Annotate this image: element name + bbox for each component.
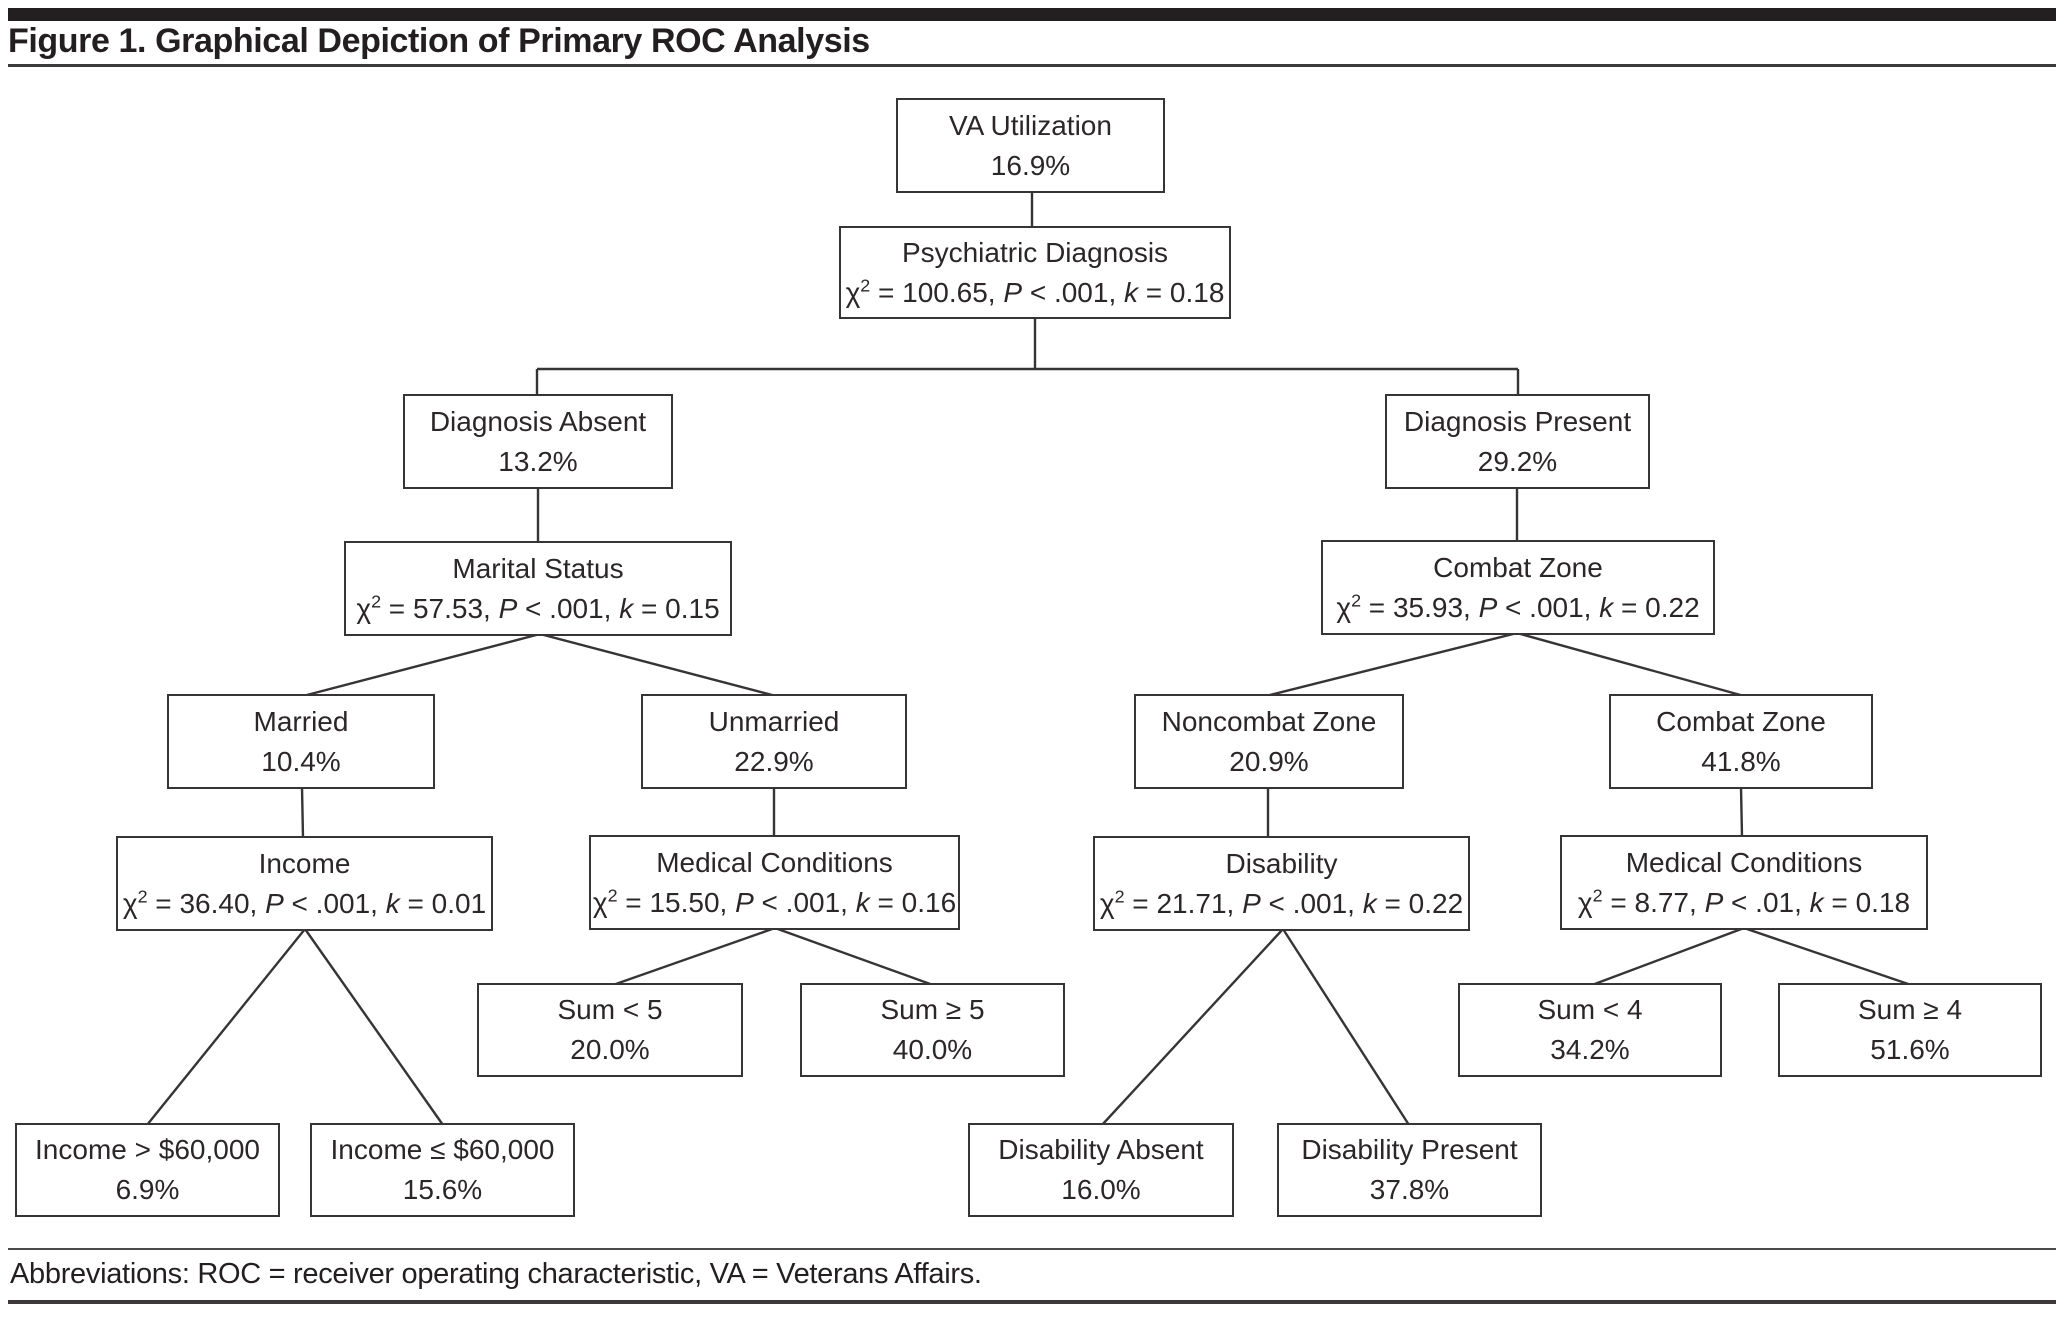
node-label: Noncombat Zone [1161, 705, 1377, 737]
node-label: Income [258, 847, 351, 879]
node-label: Married [253, 705, 349, 737]
node-sum-lt-5: Sum < 5 20.0% [477, 983, 743, 1077]
node-value: 13.2% [498, 445, 578, 477]
node-medical-conditions-right: Medical Conditions χ2 = 8.77, P < .01, k… [1560, 835, 1928, 930]
node-label: VA Utilization [949, 109, 1112, 141]
node-stats: χ2 = 100.65, P < .001, k = 0.18 [845, 275, 1225, 308]
connector-line [304, 928, 444, 1126]
connector-line [1516, 631, 1745, 698]
node-stats: χ2 = 8.77, P < .01, k = 0.18 [1577, 885, 1911, 918]
node-label: Sum < 5 [557, 994, 663, 1025]
node-income-split: Income χ2 = 36.40, P < .001, k = 0.01 [116, 836, 493, 931]
node-value: 41.8% [1701, 745, 1781, 777]
node-medical-conditions-left: Medical Conditions χ2 = 15.50, P < .001,… [589, 835, 960, 930]
footnote-rule-top [8, 1248, 2056, 1250]
node-value: 51.6% [1870, 1034, 1950, 1065]
node-value: 6.9% [115, 1174, 180, 1205]
node-label: Disability Absent [998, 1134, 1204, 1165]
node-sum-lt-4: Sum < 4 34.2% [1458, 983, 1722, 1077]
connector-line [302, 632, 541, 698]
node-label: Combat Zone [1433, 551, 1603, 583]
node-label: Disability Present [1301, 1134, 1518, 1165]
title-rule [8, 64, 2056, 67]
figure-footnote: Abbreviations: ROC = receiver operating … [10, 1258, 982, 1290]
connector-line [1265, 631, 1518, 698]
node-label: Diagnosis Absent [429, 405, 647, 437]
node-value: 10.4% [261, 745, 341, 777]
node-disability-split: Disability χ2 = 21.71, P < .001, k = 0.2… [1093, 836, 1470, 931]
connector-line [300, 786, 305, 839]
node-combat-zone-split: Combat Zone χ2 = 35.93, P < .001, k = 0.… [1321, 540, 1715, 635]
node-value: 29.2% [1477, 445, 1558, 477]
connector-line [1739, 786, 1744, 838]
node-label: Marital Status [452, 552, 624, 584]
node-sum-ge-5: Sum ≥ 5 40.0% [800, 983, 1065, 1077]
footnote-rule-bottom [8, 1300, 2056, 1304]
connector-line [612, 926, 776, 987]
node-label: Income > $60,000 [35, 1134, 260, 1165]
node-married: Married 10.4% [167, 694, 435, 789]
node-label: Psychiatric Diagnosis [901, 236, 1169, 268]
connector-line [1743, 926, 1912, 987]
node-value: 20.9% [1229, 745, 1309, 777]
node-income-gt-60000: Income > $60,000 6.9% [15, 1123, 280, 1217]
node-label: Medical Conditions [656, 846, 893, 878]
node-va-utilization: VA Utilization 16.9% [896, 98, 1165, 193]
node-disability-present: Disability Present 37.8% [1277, 1123, 1542, 1217]
node-label: Sum ≥ 4 [1857, 994, 1963, 1025]
figure-top-bar [8, 8, 2056, 21]
node-value: 22.9% [734, 745, 814, 777]
node-label: Sum < 4 [1537, 994, 1643, 1025]
connector-line [539, 632, 777, 698]
node-stats: χ2 = 21.71, P < .001, k = 0.22 [1099, 886, 1464, 919]
node-combat-zone: Combat Zone 41.8% [1609, 694, 1873, 789]
node-value: 16.0% [1061, 1174, 1141, 1205]
connector-line [1281, 928, 1411, 1126]
node-stats: χ2 = 36.40, P < .001, k = 0.01 [122, 886, 487, 919]
node-value: 40.0% [892, 1034, 973, 1065]
node-sum-ge-4: Sum ≥ 4 51.6% [1778, 983, 2042, 1077]
node-noncombat-zone: Noncombat Zone 20.9% [1134, 694, 1404, 789]
node-label: Combat Zone [1656, 705, 1826, 737]
connector-line [1101, 928, 1284, 1126]
connector-line [774, 926, 934, 987]
node-label: Sum ≥ 5 [880, 994, 985, 1025]
node-stats: χ2 = 15.50, P < .001, k = 0.16 [592, 885, 957, 918]
node-label: Medical Conditions [1625, 846, 1863, 878]
node-stats: χ2 = 57.53, P < .001, k = 0.15 [356, 591, 720, 624]
node-income-le-60000: Income ≤ $60,000 15.6% [310, 1123, 575, 1217]
node-stats: χ2 = 35.93, P < .001, k = 0.22 [1336, 590, 1700, 623]
node-disability-absent: Disability Absent 16.0% [968, 1123, 1234, 1217]
node-marital-status: Marital Status χ2 = 57.53, P < .001, k =… [344, 541, 732, 636]
connector-line [146, 928, 306, 1126]
node-value: 20.0% [570, 1034, 650, 1065]
node-label: Disability [1225, 847, 1338, 879]
node-label: Income ≤ $60,000 [330, 1134, 555, 1165]
node-value: 16.9% [990, 149, 1071, 181]
node-value: 34.2% [1550, 1034, 1630, 1065]
node-value: 15.6% [402, 1174, 483, 1205]
node-label: Diagnosis Present [1403, 405, 1632, 437]
node-diagnosis-absent: Diagnosis Absent 13.2% [403, 394, 673, 489]
figure-title: Figure 1. Graphical Depiction of Primary… [8, 22, 870, 60]
node-unmarried: Unmarried 22.9% [641, 694, 907, 789]
node-diagnosis-present: Diagnosis Present 29.2% [1385, 394, 1650, 489]
node-value: 37.8% [1369, 1174, 1450, 1205]
connector-line [1591, 926, 1745, 987]
node-label: Unmarried [708, 705, 840, 737]
node-psychiatric-diagnosis: Psychiatric Diagnosis χ2 = 100.65, P < .… [839, 226, 1231, 319]
